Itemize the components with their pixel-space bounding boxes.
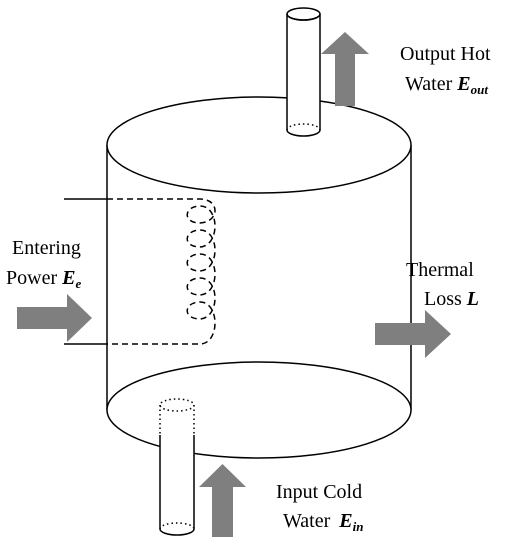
power-label-symbol: E [61, 267, 75, 289]
svg-text:Power Ee: Power Ee [6, 267, 81, 291]
tank [106, 96, 412, 459]
svg-text:Water Eout: Water Eout [405, 73, 488, 97]
output-pipe-inner-rim [286, 123, 321, 131]
power-label-line1: Entering [12, 237, 81, 259]
loss-label-line2: Loss [424, 288, 462, 310]
input-arrow [199, 464, 246, 537]
output-label-symbol: E [456, 73, 470, 95]
output-label-line2: Water [405, 73, 453, 95]
svg-text:Water Ein: Water Ein [283, 510, 363, 534]
power-label: Entering Power Ee [6, 237, 81, 291]
power-label-line2: Power [6, 267, 57, 289]
power-label-subscript: e [75, 276, 81, 291]
output-label: Output Hot Water Eout [400, 43, 491, 97]
loss-label-line1: Thermal [406, 259, 474, 281]
output-label-subscript: out [471, 82, 489, 97]
input-pipe [159, 398, 195, 536]
loss-arrow [375, 310, 451, 358]
input-label-symbol: E [338, 510, 352, 532]
heating-coil [107, 198, 216, 345]
input-label-line2: Water [283, 510, 331, 532]
output-pipe [286, 7, 321, 137]
power-arrow [17, 294, 92, 342]
input-label: Input Cold Water Ein [276, 481, 363, 534]
output-arrow [321, 32, 369, 106]
loss-label: Thermal Loss L [406, 259, 479, 310]
input-label-subscript: in [353, 519, 364, 534]
svg-text:Loss L: Loss L [424, 288, 479, 310]
input-pipe-bottom-rim [159, 522, 195, 530]
arrows [17, 32, 451, 537]
tank-bottom-ellipse [106, 361, 412, 459]
output-label-line1: Output Hot [400, 43, 491, 65]
input-label-line1: Input Cold [276, 481, 362, 503]
heating-element [64, 198, 216, 345]
loss-label-symbol: L [466, 288, 479, 310]
tank-top-ellipse [106, 96, 412, 194]
